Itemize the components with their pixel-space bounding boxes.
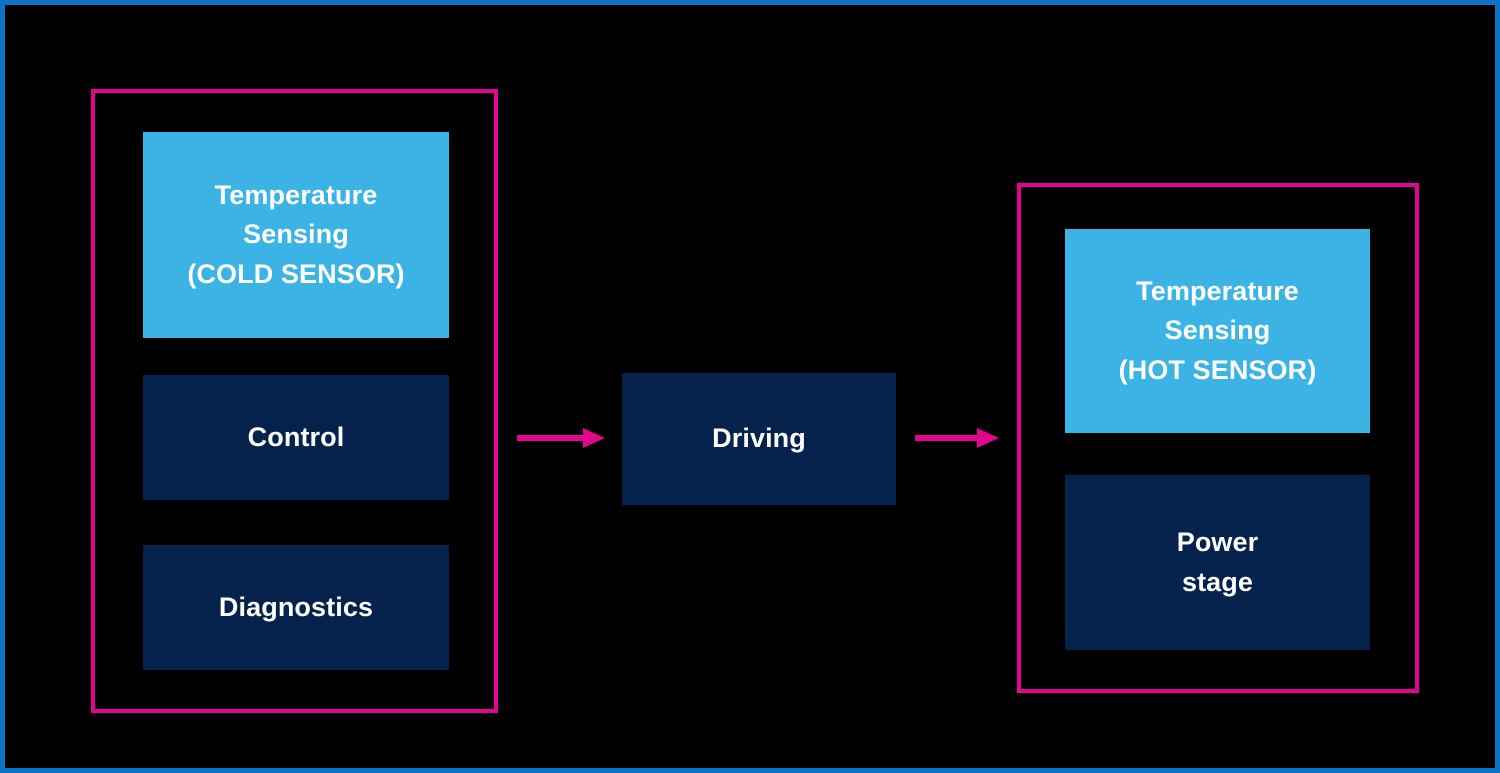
block-cold-sensor[interactable]: Temperature Sensing (COLD SENSOR) bbox=[143, 132, 449, 338]
block-cold-sensor-label: Temperature Sensing (COLD SENSOR) bbox=[187, 180, 405, 289]
block-diagnostics[interactable]: Diagnostics bbox=[143, 545, 449, 670]
block-diagnostics-label: Diagnostics bbox=[218, 591, 374, 622]
block-driving-label: Driving bbox=[712, 423, 806, 454]
block-hot-sensor[interactable]: Temperature Sensing (HOT SENSOR) bbox=[1065, 229, 1370, 433]
block-driving[interactable]: Driving bbox=[622, 373, 896, 505]
group-cold-side bbox=[91, 89, 498, 713]
block-control-label: Control bbox=[247, 421, 345, 452]
arrow-control-to-driving-icon bbox=[517, 428, 605, 448]
group-hot-side bbox=[1017, 183, 1419, 693]
block-hot-sensor-label: Temperature Sensing (HOT SENSOR) bbox=[1118, 276, 1317, 385]
block-power-stage[interactable]: Power stage bbox=[1065, 475, 1370, 650]
arrow-driving-to-power-icon bbox=[915, 428, 999, 448]
block-control[interactable]: Control bbox=[143, 375, 449, 500]
block-power-stage-label: Power stage bbox=[1176, 527, 1259, 597]
